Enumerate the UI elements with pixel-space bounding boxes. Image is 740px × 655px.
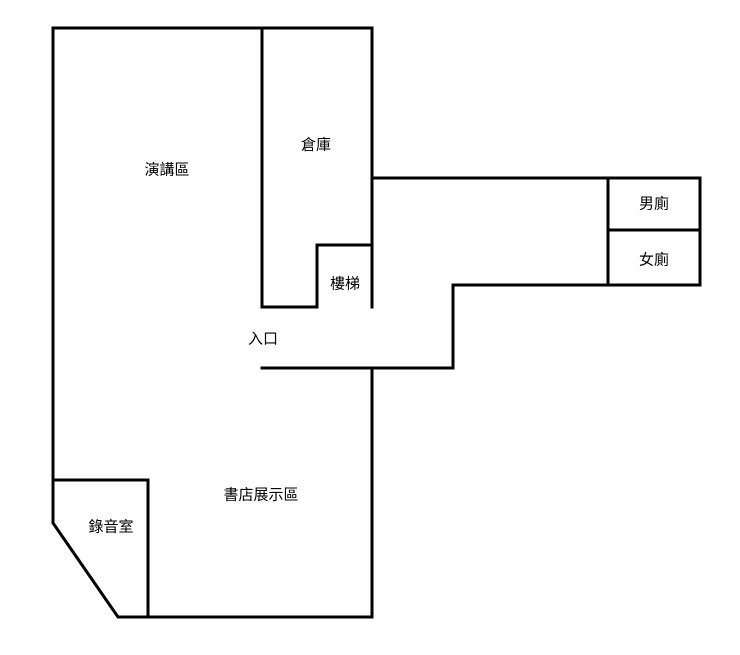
storage-left-wall (260, 26, 374, 309)
label-recording-room: 錄音室 (88, 518, 133, 536)
label-storage: 倉庫 (301, 136, 331, 154)
outer-walls (51, 26, 702, 619)
label-entrance: 入口 (248, 330, 278, 348)
label-womens-restroom: 女廁 (639, 251, 669, 269)
recording-room-wall (51, 478, 150, 619)
restroom-outer-wall (370, 176, 702, 370)
recording-room-walls (51, 478, 150, 619)
outer-wall-left (51, 26, 374, 619)
restroom-walls (606, 176, 702, 287)
outer-wall-top (51, 26, 702, 180)
label-mens-restroom: 男廁 (639, 195, 669, 213)
label-lecture-area: 演講區 (144, 161, 189, 179)
label-bookstore-exhibition: 書店展示區 (223, 486, 298, 504)
label-stairs: 樓梯 (330, 275, 360, 293)
storage-walls (260, 26, 374, 309)
